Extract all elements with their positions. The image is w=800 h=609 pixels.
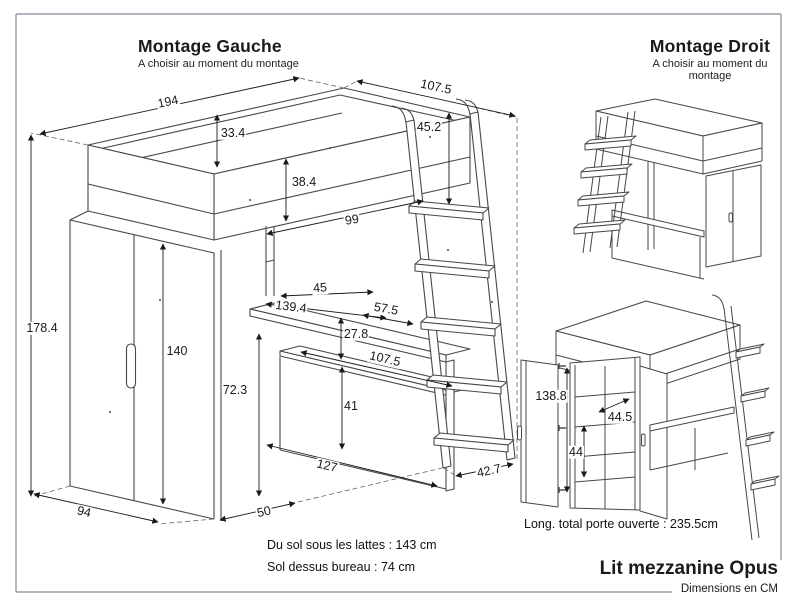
right-bottom-view <box>517 294 780 541</box>
dim-72-3: 72.3 <box>221 382 249 397</box>
dim-38-4: 38.4 <box>290 174 318 189</box>
dim-140: 140 <box>165 343 189 358</box>
desk-post <box>265 226 275 296</box>
dim-27-8: 27.8 <box>342 326 370 341</box>
dim-41: 41 <box>343 398 359 413</box>
dim-50: 50 <box>254 503 274 521</box>
hinge-marks <box>558 363 566 493</box>
units-note: Dimensions en CM <box>680 583 778 595</box>
dim-44: 44 <box>568 444 584 459</box>
dim-94: 94 <box>74 503 94 521</box>
left-view-subtitle: A choisir au moment du montage <box>138 58 299 70</box>
right-top-view <box>573 98 763 280</box>
product-title: Lit mezzanine Opus <box>599 558 778 579</box>
dim-44-5: 44.5 <box>606 409 634 424</box>
dim-33-4: 33.4 <box>219 125 247 140</box>
left-view-title: Montage Gauche <box>138 36 282 56</box>
wardrobe <box>69 210 222 521</box>
sheet-frame <box>15 13 782 593</box>
dim-45: 45 <box>311 280 329 296</box>
dim-99: 99 <box>343 211 361 228</box>
right-view-subtitle: A choisir au moment du montage <box>652 58 768 82</box>
right-view-title: Montage Droit <box>649 36 771 56</box>
dim-45-2: 45.2 <box>415 119 443 134</box>
note-floor-to-slats: Du sol sous les lattes : 143 cm <box>267 538 437 552</box>
dimension-arrows <box>27 76 516 524</box>
dim-138-8: 138.8 <box>534 388 568 403</box>
dim-178-4: 178.4 <box>25 320 59 335</box>
note-door-open-length: Long. total porte ouverte : 235.5cm <box>524 517 718 531</box>
right-view-dimension-arrows <box>563 367 630 493</box>
note-floor-to-desk: Sol dessus bureau : 74 cm <box>267 560 415 574</box>
